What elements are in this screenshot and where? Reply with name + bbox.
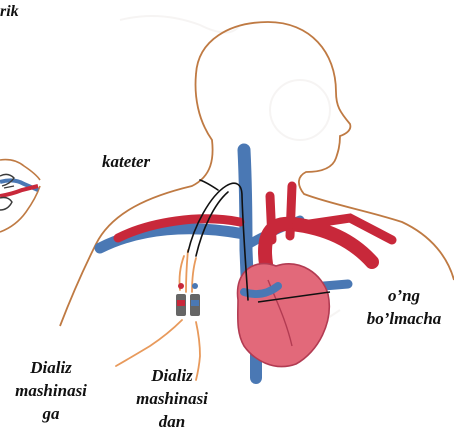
heart (238, 264, 330, 367)
from-machine-line1: Dializ (124, 364, 220, 387)
to-machine-line1: Dializ (6, 356, 96, 379)
from-machine-line3: dan (124, 410, 220, 433)
catheter-label: kateter (102, 150, 182, 173)
right-atrium-label: o’ng bo’lmacha (354, 284, 454, 330)
to-machine-line2: mashinasi (6, 379, 96, 402)
tube-connectors (176, 283, 200, 316)
right-atrium-line2: bo’lmacha (354, 307, 454, 330)
partial-top-label: rik (0, 0, 30, 23)
arteries (118, 186, 392, 264)
from-machine-label: Dializ mashinasi dan (124, 364, 220, 433)
from-machine-line2: mashinasi (124, 387, 220, 410)
right-atrium-line1: o’ng (354, 284, 454, 307)
to-machine-line3: ga (6, 402, 96, 425)
dialysis-tubes (116, 250, 200, 380)
left-arm-illustration (0, 160, 40, 232)
to-machine-label: Dializ mashinasi ga (6, 356, 96, 425)
